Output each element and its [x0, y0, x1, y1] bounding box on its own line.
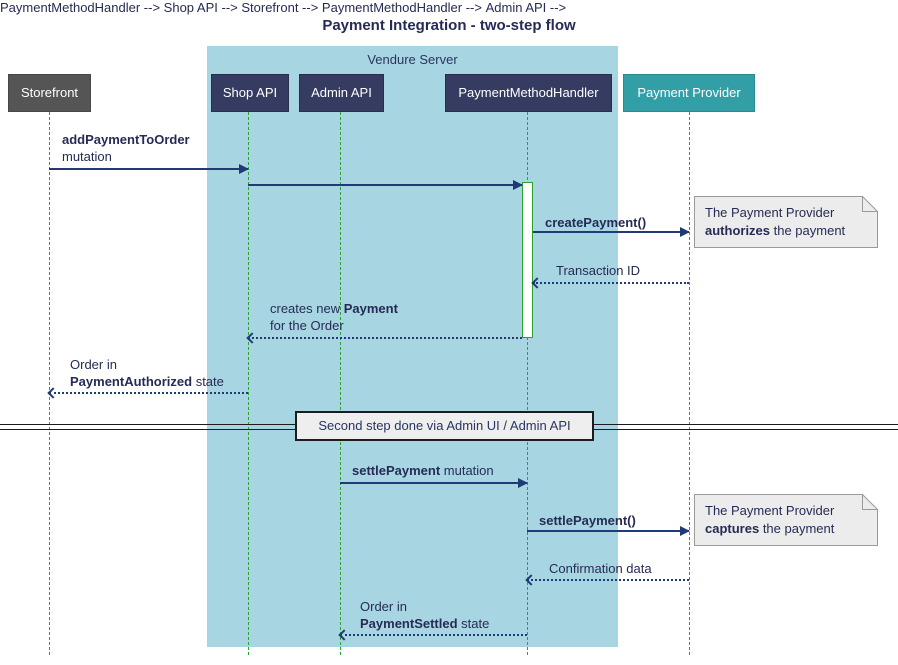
arrowhead-icon — [239, 164, 249, 174]
arrowhead-icon — [680, 526, 690, 536]
arrowhead-icon — [525, 574, 537, 586]
message-label-create-payment: createPayment() — [545, 215, 647, 230]
activation-bar-payment-method-handler — [522, 182, 533, 338]
arrowhead-icon — [513, 180, 523, 190]
message-label-order-authorized: Order in PaymentAuthorized state — [70, 357, 224, 389]
arrow-order-settled — [338, 629, 527, 641]
vendure-server-label: Vendure Server — [367, 52, 458, 67]
arrow-add-payment-to-order — [49, 164, 249, 174]
lifeline-shop-api — [248, 112, 249, 655]
participant-admin-api: Admin API — [299, 74, 384, 112]
note-shape — [694, 196, 878, 248]
message-label-order-settled: Order in PaymentSettled state — [360, 599, 490, 631]
participant-payment-provider: Payment Provider — [623, 74, 755, 112]
arrow-transaction-id — [531, 277, 689, 289]
arrowhead-icon — [680, 227, 690, 237]
note-captures-text: The Payment Provider captures the paymen… — [705, 503, 835, 536]
message-label-settle-payment-mutation: settlePayment mutation — [352, 463, 494, 478]
lifeline-storefront — [49, 112, 50, 655]
arrow-settle-payment-mutation — [340, 478, 528, 488]
note-captures: The Payment Provider captures the paymen… — [694, 494, 878, 546]
participant-payment-method-handler: PaymentMethodHandler — [445, 74, 612, 112]
participant-shop-api: Shop API — [211, 74, 289, 112]
note-authorizes-text: The Payment Provider authorizes the paym… — [705, 205, 846, 238]
message-label-confirmation-data: Confirmation data — [549, 561, 652, 576]
lifeline-admin-api — [340, 112, 341, 655]
lifeline-payment-provider — [689, 112, 690, 655]
participant-storefront: Storefront — [8, 74, 91, 112]
arrow-shop-api-to-handler — [248, 180, 523, 190]
arrow-create-payment — [533, 227, 690, 237]
arrowhead-icon — [531, 277, 543, 289]
arrowhead-icon — [518, 478, 528, 488]
note-shape — [694, 494, 878, 546]
note-authorizes: The Payment Provider authorizes the paym… — [694, 196, 878, 248]
message-label-creates-payment: creates new Payment for the Order — [270, 301, 398, 333]
arrow-order-authorized — [47, 387, 248, 399]
arrowhead-icon — [338, 629, 350, 641]
divider-label: Second step done via Admin UI / Admin AP… — [295, 411, 594, 441]
arrow-creates-payment — [246, 332, 522, 344]
lifeline-payment-method-handler — [527, 112, 528, 655]
message-label-transaction-id: Transaction ID — [556, 263, 641, 278]
vendure-server-frame — [207, 46, 618, 647]
message-label-settle-payment-call: settlePayment() — [539, 513, 636, 528]
message-label-add-payment-to-order: addPaymentToOrder mutation — [62, 132, 190, 164]
diagram-title: Payment Integration - two-step flow — [322, 17, 576, 34]
arrowhead-icon — [246, 332, 258, 344]
arrow-confirmation-data — [525, 574, 689, 586]
arrow-settle-payment-call — [527, 526, 690, 536]
arrowhead-icon — [47, 387, 59, 399]
